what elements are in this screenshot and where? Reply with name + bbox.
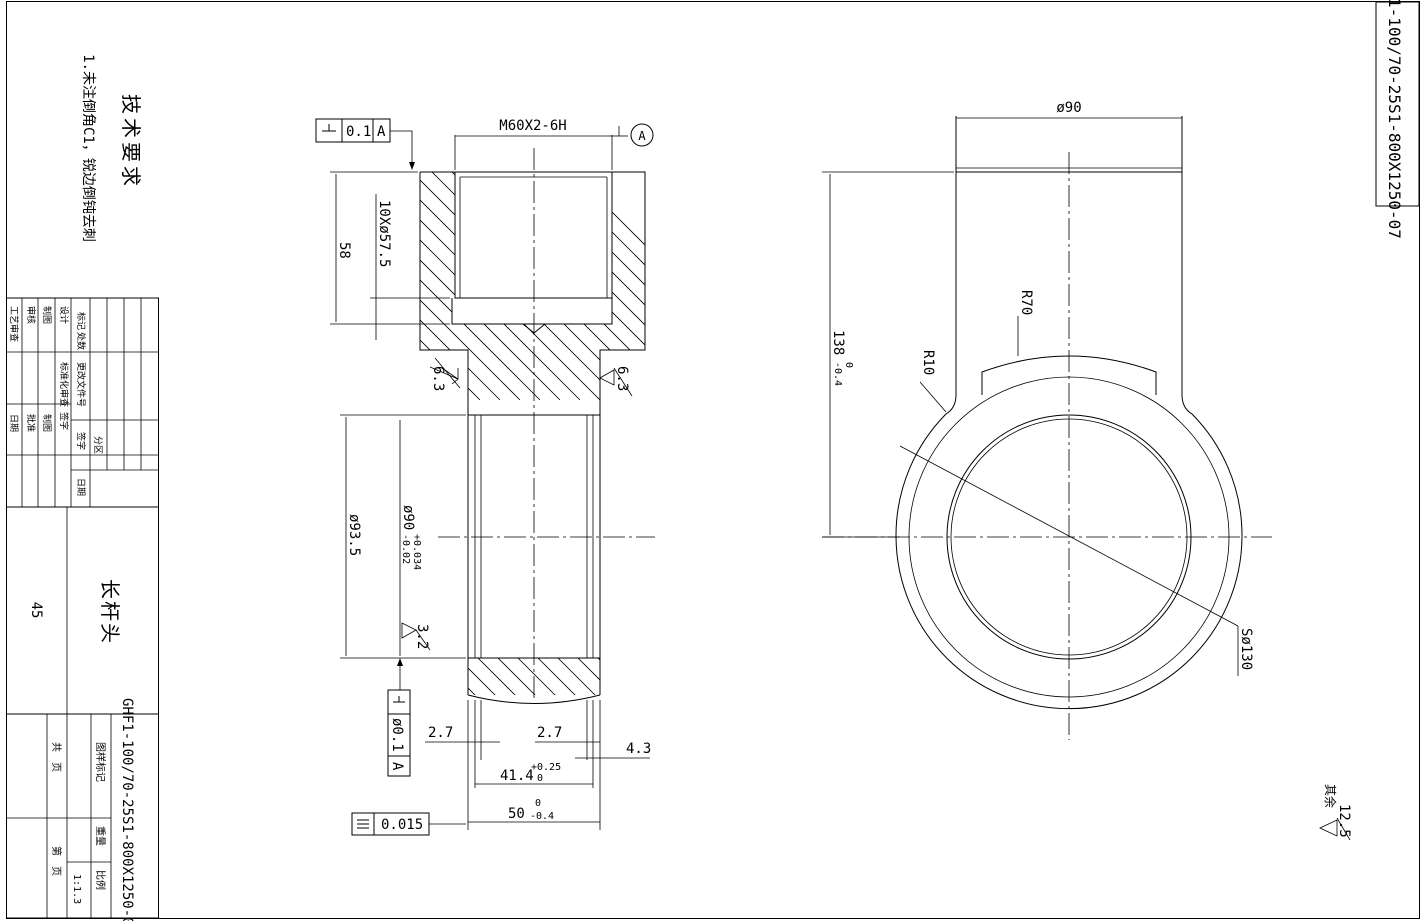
material: 45 [28, 602, 44, 619]
corner-drawing-number: GHF1-100/70-25S1-800X1250-07 [1385, 0, 1404, 239]
rough-32: 3.2 [414, 624, 430, 649]
dim-27-left: 2.7 [428, 725, 453, 741]
role-std: 标准化审查 [58, 362, 70, 407]
sheets-total: 共 页 [50, 742, 62, 772]
scale-value: 1:1.3 [71, 874, 82, 904]
r70: R70 [1018, 290, 1034, 315]
parallel-tol: 0.015 [381, 817, 423, 833]
s130: Sø130 [1238, 628, 1254, 670]
flatness-datum: A [377, 124, 386, 140]
roughness-3-2: 3.2 [401, 622, 431, 651]
perp-datum: A [389, 762, 405, 771]
role-check: 审核 [25, 306, 37, 324]
dim-bore-tol-upper: +0.034 [411, 534, 422, 570]
role-process: 工艺审查 [8, 306, 20, 342]
side-view: ø90 138 0 -0.4 R70 R10 Sø130 [822, 100, 1272, 740]
title-block: 标记 处数 更改文件号 签字 日期 设计 制图 审核 工艺审查 标准化审查 批准… [6, 297, 159, 921]
rev-label-doc: 更改文件号 [75, 362, 87, 407]
general-roughness: 12.5 其余 [1319, 784, 1352, 841]
thread-dim: M60X2-6H [499, 118, 566, 134]
parallelism-frame: 0.015 [351, 812, 466, 836]
weight-label: 重量 [94, 826, 107, 846]
sheet-number: 第 页 [50, 846, 63, 876]
dim-90: ø90 [1056, 100, 1081, 116]
datum-a-symbol: A [612, 123, 654, 147]
dim-414-lower: 0 [537, 773, 543, 784]
roughness-6-3-left: 6.3 [429, 357, 461, 391]
role-design: 设计 [58, 306, 70, 324]
scale-label: 比例 [94, 870, 107, 890]
rev-label-date: 日期 [75, 478, 86, 496]
dim-50-lower: -0.4 [530, 811, 554, 822]
dim-138: 138 [830, 330, 846, 355]
sig-label: 签字 [58, 412, 70, 430]
date-label: 日期 [8, 414, 19, 432]
flatness-tol: 0.1 [346, 124, 371, 140]
general-roughness-value: 12.5 [1336, 804, 1352, 838]
dim-138-lower: -0.4 [832, 362, 843, 386]
rev-label-sign: 签字 [75, 432, 87, 450]
perpendicularity-frame: ø0.1 A [387, 658, 411, 777]
part-name: 长杆头 [98, 579, 122, 645]
flatness-control-frame: 0.1 A [315, 118, 415, 170]
section-view: 0.1 A M60X2-6H A 58 10Xø57.5 [315, 118, 655, 836]
role-drawing: 制图 [41, 414, 53, 432]
roughness-6-3-right: 6.3 [599, 366, 633, 397]
dim-138-upper: 0 [843, 362, 854, 368]
section-hatch-bottom [468, 658, 600, 695]
dim-50: 50 [508, 806, 525, 822]
dim-50-upper: 0 [535, 798, 541, 809]
rev-label-mark: 标记 [75, 312, 87, 330]
title-drawing-number: GHF1-100/70-25S1-800X1250-07 [119, 698, 135, 921]
general-roughness-label: 其余 [1323, 784, 1338, 808]
tech-req-item-1: 1.未注倒角C1，锐边倒钝去刺 [80, 54, 96, 242]
dim-414: 41.4 [500, 768, 534, 784]
perp-tol: ø0.1 [389, 718, 405, 752]
dim-bore-tol-lower: -0.02 [400, 534, 411, 564]
rough-63-right: 6.3 [614, 366, 630, 391]
dim-43: 4.3 [626, 741, 651, 757]
dim-bore: ø90 [400, 505, 416, 530]
partition-label: 分区 [92, 436, 103, 454]
dim-thread-depth: 10Xø57.5 [376, 200, 392, 267]
corner-drawing-number-box: GHF1-100/70-25S1-800X1250-07 [1375, 0, 1420, 239]
dim-414-upper: +0.25 [531, 762, 561, 773]
rough-63-left: 6.3 [430, 366, 446, 391]
role-approve: 批准 [25, 414, 37, 432]
dim-58: 58 [336, 242, 352, 259]
section-hatch-top [420, 172, 645, 401]
tech-requirements: 技术要求 1.未注倒角C1，锐边倒钝去刺 [80, 54, 143, 242]
dim-27-right: 2.7 [537, 725, 562, 741]
dim-bore-outer: ø93.5 [346, 514, 362, 556]
drawing-mark: 图样标记 [94, 742, 107, 782]
drawing-frame [6, 1, 1420, 919]
tech-req-title: 技术要求 [119, 94, 143, 190]
datum-a-label: A [638, 129, 646, 143]
r10: R10 [920, 350, 936, 375]
role-draw: 制图 [41, 306, 53, 324]
rev-label-count: 处数 [75, 332, 87, 350]
